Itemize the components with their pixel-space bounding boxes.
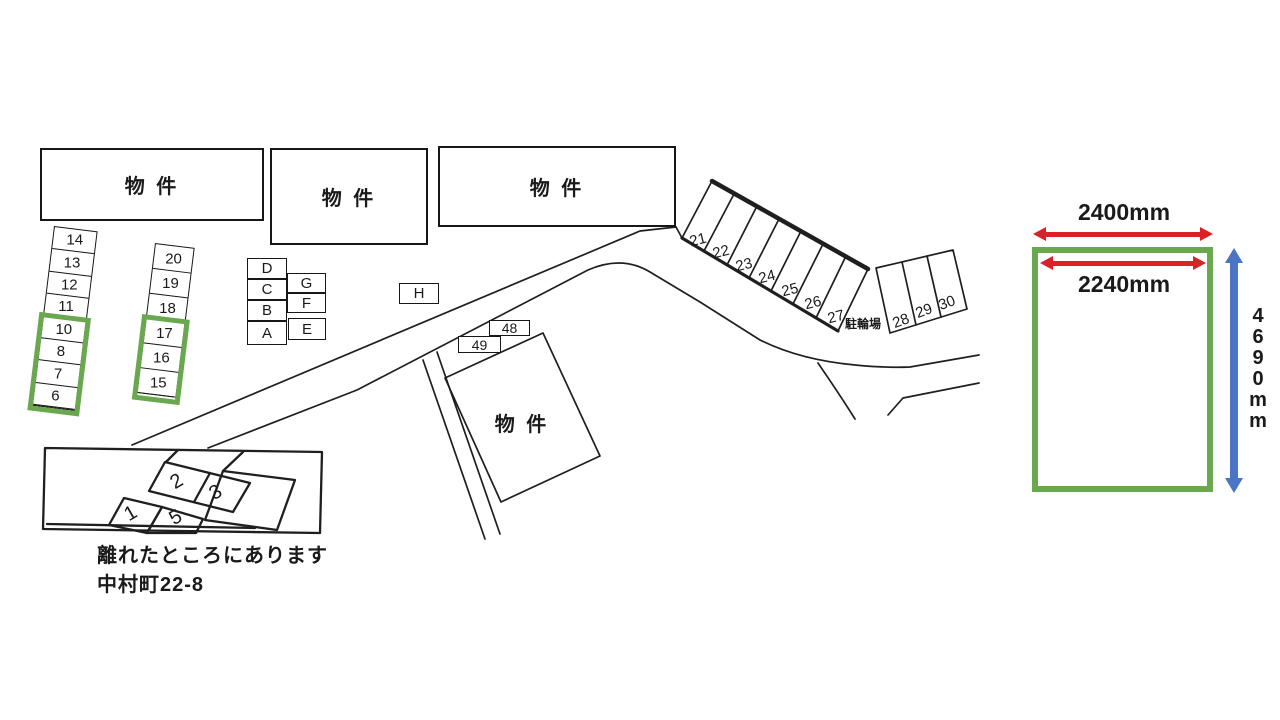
stall-17-label: 17	[155, 324, 173, 342]
arrow-shaft	[1044, 232, 1202, 237]
remote-lot-empty-area-outline	[203, 469, 297, 532]
building-2-label: 物 件	[321, 188, 377, 210]
arrow-shaft	[1230, 261, 1238, 480]
stall-20-label: 20	[164, 249, 182, 267]
strip-bottom-thick-edge	[680, 236, 840, 333]
stall-B: B	[247, 300, 287, 321]
stall-C-label: C	[261, 281, 273, 298]
stall-E: E	[288, 318, 326, 340]
stall-C: C	[247, 279, 287, 300]
stall-8-label: 8	[56, 342, 65, 360]
road-upper-edge	[131, 226, 677, 446]
stall-E-label: E	[301, 320, 312, 338]
building-4-outline	[444, 332, 601, 503]
remote-lot-row23-outline	[147, 460, 252, 514]
height-char: 4	[1252, 305, 1264, 327]
remote-lot-connector-top	[164, 448, 180, 464]
inner-width-arrow	[1040, 256, 1206, 270]
branch-road-left	[422, 359, 486, 540]
remote-lot-space5-outline	[145, 505, 205, 535]
arrow-right-head	[1193, 256, 1206, 270]
building-4-label: 物 件	[494, 414, 550, 436]
remote-lot-address: 中村町22-8	[97, 574, 205, 596]
height-char: 9	[1252, 347, 1264, 369]
height-char: 0	[1252, 368, 1264, 390]
height-char: 6	[1252, 326, 1264, 348]
stall-D-label: D	[261, 260, 273, 277]
stall-48: 48	[489, 320, 530, 336]
outer-width-dimension-label: 2400mm	[1077, 199, 1171, 225]
inner-width-dimension-label: 2240mm	[1077, 271, 1171, 297]
remote-lot-note: 離れたところにあります	[97, 545, 328, 567]
remote-lot-connector-left	[221, 450, 245, 473]
stall-12-label: 12	[60, 276, 78, 294]
stall-15-label: 15	[149, 373, 167, 391]
stall-7-label: 7	[53, 365, 63, 383]
stall-15: 15	[137, 368, 179, 398]
road-joint	[675, 226, 683, 239]
stall-D: D	[247, 258, 287, 279]
stall-16-label: 16	[152, 349, 170, 367]
stall-48-label: 48	[501, 320, 518, 336]
remote-lot-row23-divider	[192, 471, 212, 504]
stall-11-label: 11	[58, 298, 75, 316]
stall-14-label: 14	[66, 231, 83, 249]
stall-19-label: 19	[161, 274, 179, 292]
building-3: 物 件	[438, 146, 676, 227]
block-28-30-dividers	[901, 255, 942, 326]
stall-6-label: 6	[51, 387, 60, 405]
building-2: 物 件	[270, 148, 428, 245]
building-1-label: 物 件	[124, 176, 180, 198]
stall-B-label: B	[261, 302, 272, 319]
arrow-bottom-head	[1225, 478, 1243, 493]
height-char: m	[1249, 410, 1267, 432]
height-arrow	[1225, 248, 1243, 493]
fork-right-edge	[887, 382, 980, 416]
stall-H-label: H	[413, 285, 425, 302]
arrow-top-head	[1225, 248, 1243, 263]
strip-top-thick-edge	[709, 178, 871, 272]
arrow-left-head	[1040, 256, 1053, 270]
fork-left-edge	[817, 362, 856, 420]
stall-F-label: F	[301, 294, 312, 312]
stall-F: F	[287, 293, 326, 313]
strip-dividers	[703, 193, 847, 319]
bicycle-parking-label: 駐輪場	[845, 317, 882, 331]
stall-10-label: 10	[55, 320, 72, 338]
stall-H: H	[399, 283, 439, 304]
arrow-left-head	[1033, 227, 1046, 241]
stall-49-label: 49	[471, 336, 488, 353]
height-char: m	[1249, 389, 1267, 411]
parking-space-outline	[1032, 247, 1213, 492]
stall-G: G	[287, 273, 326, 293]
outer-width-arrow	[1033, 227, 1213, 241]
stall-49: 49	[458, 336, 501, 353]
stall-G-label: G	[300, 274, 313, 292]
arrow-shaft	[1051, 261, 1195, 266]
stall-6: 6	[33, 382, 78, 411]
stall-18-label: 18	[158, 299, 176, 317]
building-3-label: 物 件	[529, 178, 585, 200]
stall-13-label: 13	[63, 254, 81, 272]
remote-lot-outline	[41, 446, 324, 535]
height-dimension-label: 4 6 9 0 m m	[1246, 306, 1270, 432]
building-1: 物 件	[40, 148, 264, 221]
arrow-right-head	[1200, 227, 1213, 241]
stall-A: A	[247, 321, 287, 345]
stall-A-label: A	[261, 324, 272, 342]
road-lower-edge	[207, 262, 980, 449]
